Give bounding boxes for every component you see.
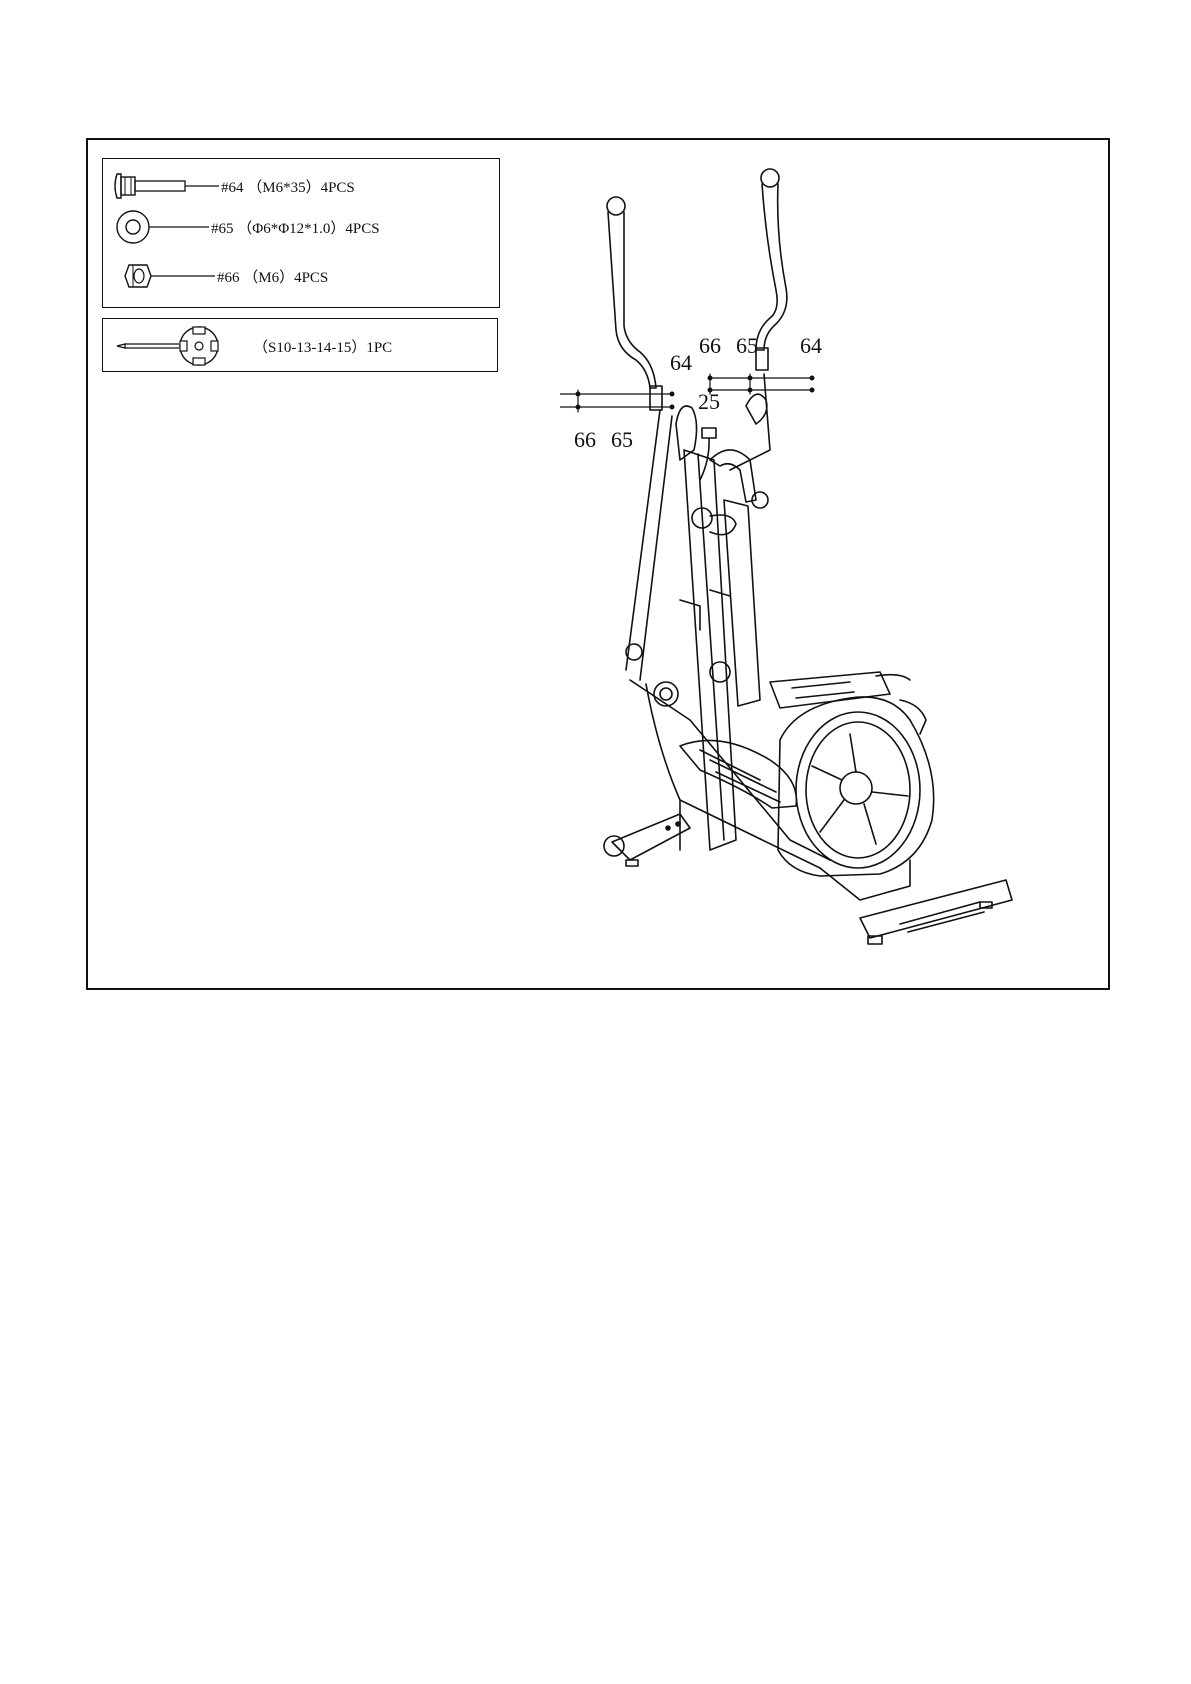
callout-right-64: 64 — [800, 333, 822, 359]
wrench-screwdriver-icon — [115, 325, 235, 367]
part-row-65: #65 （Φ6*Φ12*1.0）4PCS — [115, 209, 380, 245]
callout-left-66: 66 — [574, 427, 596, 453]
callout-right-65: 65 — [736, 333, 758, 359]
tool-row: （S10-13-14-15）1PC — [115, 325, 392, 367]
tool-panel: （S10-13-14-15）1PC — [102, 318, 498, 372]
connector-25 — [702, 428, 716, 438]
callout-left-64: 64 — [670, 350, 692, 376]
part-row-64: #64 （M6*35）4PCS — [111, 169, 355, 203]
callout-right-66: 66 — [699, 333, 721, 359]
part-label-66: #66 （M6）4PCS — [217, 266, 328, 287]
right-handlebar — [756, 169, 787, 370]
hardware-parts-panel: #64 （M6*35）4PCS #65 （Φ6*Φ12*1.0）4PCS #66… — [102, 158, 500, 308]
flywheel-housing — [778, 697, 934, 876]
bolt-icon — [111, 169, 221, 203]
elliptical-trainer-drawing — [560, 160, 1100, 980]
rear-stabilizer — [860, 880, 1012, 944]
part-label-64: #64 （M6*35）4PCS — [221, 176, 355, 197]
callout-left-65: 65 — [611, 427, 633, 453]
nut-icon — [123, 259, 217, 293]
left-handlebar — [607, 197, 662, 410]
washer-icon — [115, 209, 211, 245]
part-row-66: #66 （M6）4PCS — [123, 259, 328, 293]
tool-label: （S10-13-14-15）1PC — [253, 336, 392, 357]
callout-part-25: 25 — [698, 389, 720, 415]
part-label-65: #65 （Φ6*Φ12*1.0）4PCS — [211, 217, 380, 238]
front-stabilizer — [604, 814, 690, 866]
